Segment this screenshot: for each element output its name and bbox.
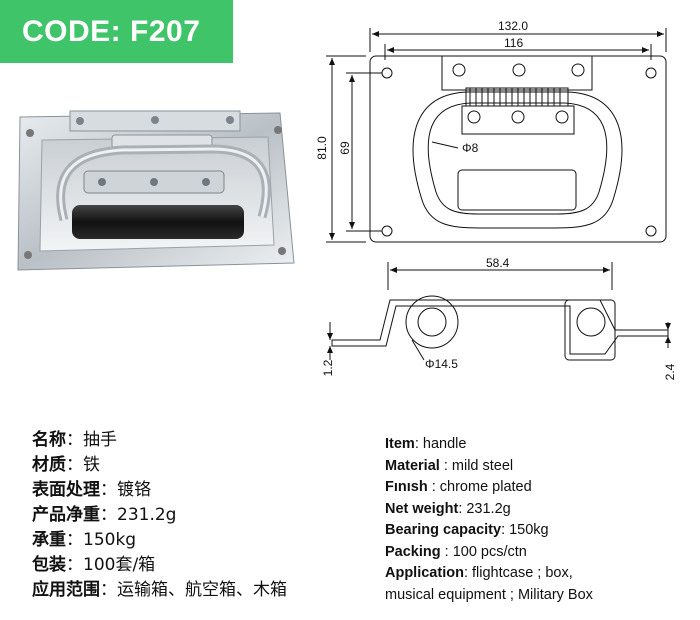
dim-depth: 58.4: [486, 256, 510, 270]
spec-cn-label: 表面处理: [32, 480, 100, 500]
dim-plate-thickness: 1.2: [321, 359, 335, 376]
spec-en-row: Net weight: 231.2g: [385, 499, 695, 521]
spec-en-value: : 231.2g: [458, 500, 511, 517]
spec-en-label: Packing: [385, 543, 441, 560]
spec-en-label: Bearing capacity: [385, 522, 502, 538]
spec-cn-sep: ：: [66, 430, 83, 450]
spec-cn-label: 应用范围: [32, 580, 100, 600]
spec-en-label: Item: [385, 436, 415, 452]
dim-hole-spacing: 116: [504, 36, 523, 50]
spec-cn-value: 抽手: [83, 430, 117, 450]
spec-en-value: : chrome plated: [427, 479, 532, 495]
spec-en-value: : mild steel: [439, 457, 514, 474]
dim-overall-height: 81.0: [315, 136, 329, 160]
spec-en-value: : flightcase ; box,: [463, 565, 573, 581]
spec-cn-label: 材质: [32, 455, 66, 475]
dim-wall-thickness: 2.4: [663, 363, 677, 380]
spec-cn-sep: ：: [100, 505, 117, 525]
spec-en-label: Material: [385, 457, 440, 474]
spec-cn-row: 应用范围：运输箱、航空箱、木箱: [32, 578, 362, 603]
spec-cn-label: 包装: [32, 555, 66, 575]
spec-en-value: : 150kg: [501, 522, 549, 538]
spec-cn-row: 名称：抽手: [32, 428, 362, 453]
spec-en-row: musical equipment ; Military Box: [385, 585, 695, 607]
spec-cn-sep: ：: [66, 530, 83, 550]
spec-cn-value: 231.2g: [117, 505, 177, 525]
spec-en-row: Packing : 100 pcs/ctn: [385, 542, 695, 564]
spec-en-value: : 100 pcs/ctn: [440, 543, 527, 560]
spec-en-row: Bearing capacity: 150kg: [385, 520, 695, 542]
spec-cn-label: 产品净重: [32, 505, 100, 525]
spec-cn-label: 名称: [32, 430, 66, 450]
spec-cn-value: 铁: [83, 455, 100, 475]
spec-cn-row: 产品净重：231.2g: [32, 503, 362, 528]
spec-cn-row: 包装：100套/箱: [32, 553, 362, 578]
dim-grip-diameter: Φ14.5: [425, 357, 458, 371]
spec-cn-row: 承重：150kg: [32, 528, 362, 553]
spec-cn-sep: ：: [100, 580, 117, 600]
spec-cn-value: 运输箱、航空箱、木箱: [117, 580, 287, 600]
product-code-badge: CODE: F207: [0, 0, 233, 63]
spec-en-row: Fınısh : chrome plated: [385, 477, 695, 499]
spec-cn-row: 材质：铁: [32, 453, 362, 478]
dim-rod-diameter: Φ8: [462, 141, 479, 155]
technical-drawing: 132.0 116 81.0 69 Φ8 58.4 Φ14.5 1.2 2.4: [315, 19, 677, 380]
product-photo: [17, 110, 295, 271]
spec-cn-value: 150kg: [83, 530, 137, 550]
specs-chinese: 名称：抽手 材质：铁 表面处理：镀铬 产品净重：231.2g 承重：150kg …: [32, 428, 362, 603]
spec-cn-row: 表面处理：镀铬: [32, 478, 362, 503]
spec-cn-sep: ：: [66, 555, 83, 575]
dim-hole-height: 69: [338, 141, 352, 155]
spec-cn-sep: ：: [100, 480, 117, 500]
spec-en-label: Net weight: [385, 500, 459, 517]
specs-english: Item: handle Material : mild steel Fınıs…: [385, 434, 695, 606]
spec-en-value: : handle: [414, 436, 467, 452]
spec-en-row: Application: flightcase ; box,: [385, 563, 695, 585]
spec-cn-value: 100套/箱: [83, 555, 156, 575]
spec-en-row: Item: handle: [385, 434, 695, 456]
dim-overall-width: 132.0: [498, 19, 528, 33]
spec-cn-value: 镀铬: [117, 480, 151, 500]
spec-en-label: Application: [385, 565, 464, 581]
spec-en-row: Material : mild steel: [385, 456, 695, 478]
spec-en-value: musical equipment ; Military Box: [385, 586, 593, 603]
spec-cn-sep: ：: [66, 455, 83, 475]
spec-cn-label: 承重: [32, 530, 66, 550]
spec-en-label: Fınısh: [385, 479, 428, 495]
